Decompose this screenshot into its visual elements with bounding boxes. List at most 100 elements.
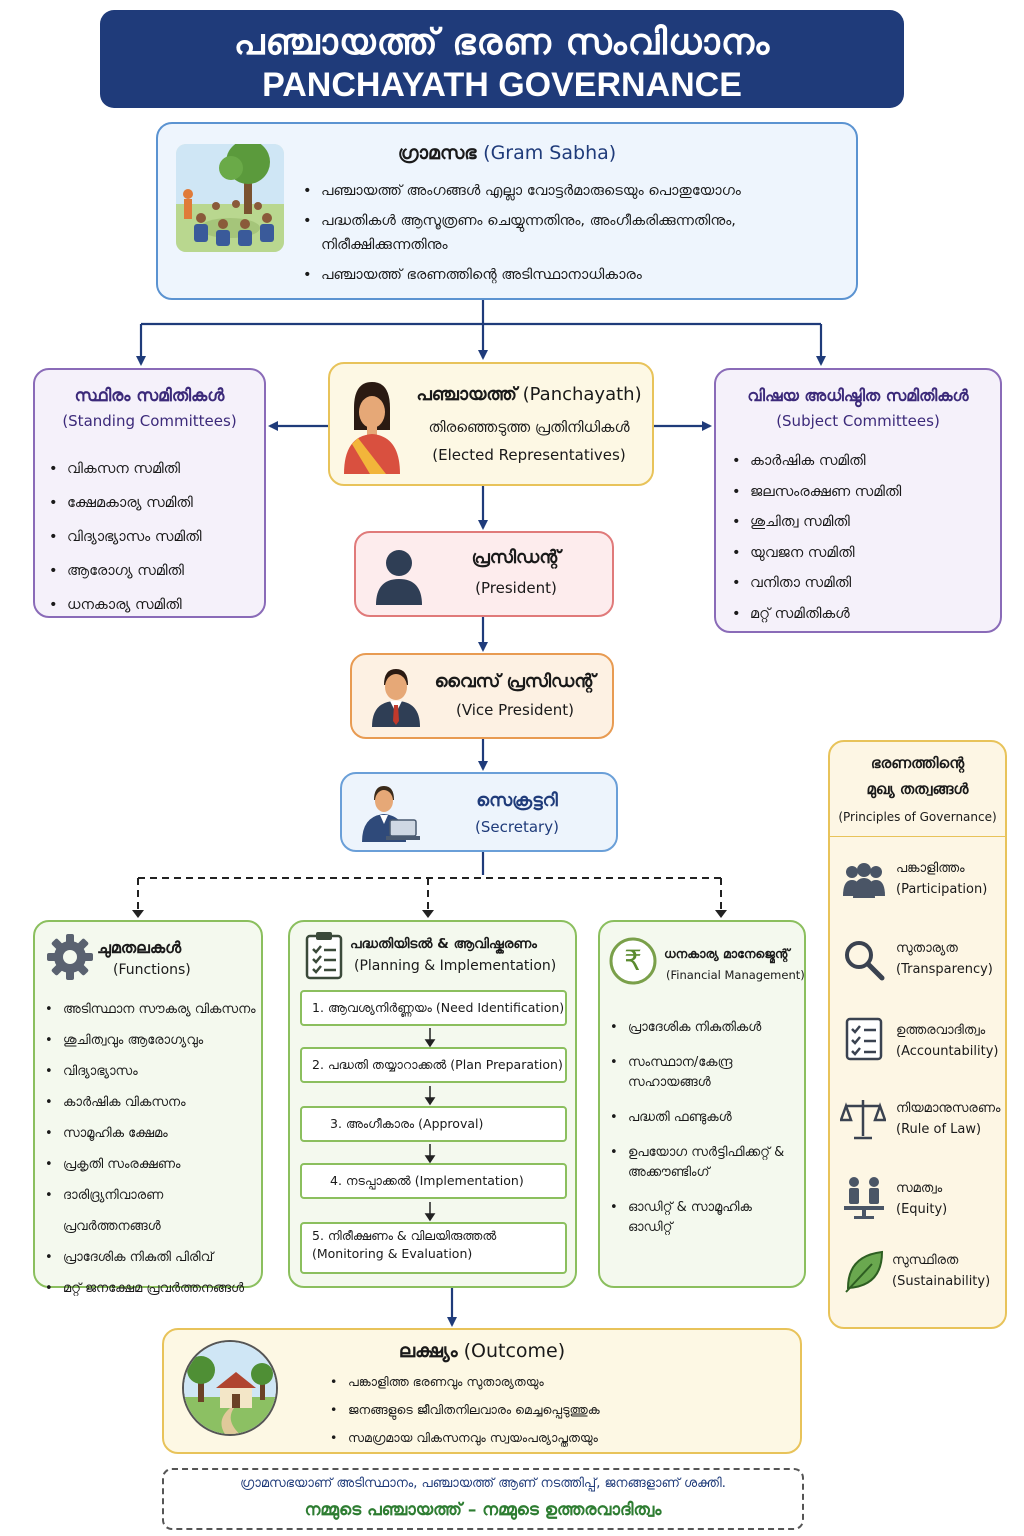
principle-transparency: സുതാര്യത (Transparency) [896,938,1006,980]
list-item: ഉപയോഗ സർട്ടിഫിക്കറ്റ് & അക്കൗണ്ടിംഗ് [610,1143,800,1183]
principle-label-en: (Sustainability) [892,1274,991,1289]
list-item: പങ്കാളിത്ത ഭരണവും സുതാര്യതയും [330,1368,790,1396]
list-item: വികസന സമിതി [49,452,259,486]
principle-label-ml: ഉത്തരവാദിത്വം [896,1023,986,1038]
list-item: പ്രകൃതി സംരക്ഷണം [45,1149,261,1180]
principle-rule-of-law: നിയമാനുസരണം (Rule of Law) [896,1098,1006,1140]
principles-title-line2: മുഖ്യ തത്വങ്ങൾ [866,780,969,798]
principle-label-ml: പങ്കാളിത്തം [896,861,965,876]
gram-sabha-meeting-illustration [176,144,284,252]
panchayath-title-en: (Panchayath) [522,384,642,405]
people-icon [842,860,886,904]
list-item: ധനകാര്യ സമിതി [49,588,259,622]
secretary-title-ml: സെക്രട്ടറി [476,790,558,811]
planning-title-en: (Planning & Implementation) [354,958,557,974]
list-item: ഓഡിറ്റ് & സാമൂഹിക ഓഡിറ്റ് [610,1198,800,1238]
finance-title-en: (Financial Management) [666,968,805,982]
finance-box: ₹ ധനകാര്യ മാനേജ്മെന്റ് (Financial Manage… [598,920,806,1288]
list-item: യുവജന സമിതി [732,538,992,569]
plan-step-4: 4. നടപ്പാക്കൽ (Implementation) [300,1163,567,1199]
plan-step-2: 2. പദ്ധതി തയ്യാറാക്കൽ (Plan Preparation) [300,1047,567,1083]
finance-title-ml: ധനകാര്യ മാനേജ്മെന്റ് [664,946,790,961]
list-item: സമഗ്രമായ വികസനവും സ്വയംപര്യാപ്തതയും [330,1424,790,1452]
finance-list: പ്രാദേശിക നികുതികൾ സംസ്ഥാന/കേന്ദ്ര സഹായങ… [610,1018,800,1238]
list-item: പഞ്ചായത്ത് അംഗങ്ങൾ എല്ലാ വോട്ടർമാരുടെയും… [303,179,843,203]
list-item: ശുചിത്വ സമിതി [732,507,992,538]
plan-step-1: 1. ആവശ്യനിർണ്ണയം (Need Identification) [300,990,567,1026]
principle-label-en: (Transparency) [896,962,993,977]
panchayath-title: പഞ്ചായത്ത് (Panchayath) [410,384,648,405]
scales-icon [839,1096,887,1142]
functions-box: ചുമതലകൾ (Functions) അടിസ്ഥാന സൗകര്യ വികസ… [33,920,263,1304]
principle-equity: സമത്വം (Equity) [896,1178,1006,1220]
gram-sabha-title: ഗ്രാമസഭ (Gram Sabha) [158,142,856,164]
person-icon [374,547,424,605]
outcome-title-en: (Outcome) [463,1340,566,1362]
list-item: കാർഷിക വികസനം [45,1087,261,1118]
principle-label-ml: സുതാര്യത [896,941,958,956]
vice-president-title-en: (Vice President) [455,701,574,719]
leaf-icon [842,1248,886,1294]
list-item: സാമൂഹിക ക്ഷേമം [45,1118,261,1149]
plan-step-5-line2: (Monitoring & Evaluation) [312,1246,473,1261]
functions-list: അടിസ്ഥാന സൗകര്യ വികസനം ശുചിത്വവും ആരോഗ്യ… [45,994,261,1304]
list-item: ജനങ്ങളുടെ ജീവിതനിലവാരം മെച്ചപ്പെടുത്തുക [330,1396,790,1424]
title-english: PANCHAYATH GOVERNANCE [262,66,742,104]
footer-line2: നമ്മുടെ പഞ്ചായത്ത് – നമ്മുടെ ഉത്തരവാദിത്… [304,1500,662,1520]
principle-label-en: (Participation) [896,882,988,897]
principle-label-en: (Equity) [896,1202,948,1217]
principles-title-en: (Principles of Governance) [838,810,997,824]
list-item: വിദ്യാഭ്യാസം സമിതി [49,520,259,554]
functions-title-en: (Functions) [113,962,191,978]
plan-step-arrows [424,1028,436,1222]
secretary-box: സെക്രട്ടറി (Secretary) [340,772,618,852]
gram-sabha-list: പഞ്ചായത്ത് അംഗങ്ങൾ എല്ലാ വോട്ടർമാരുടെയും… [303,179,843,293]
principles-box: ഭരണത്തിന്റെ മുഖ്യ തത്വങ്ങൾ (Principles o… [828,740,1007,1329]
equity-icon [842,1174,886,1220]
list-item: ക്ഷേമകാര്യ സമിതി [49,486,259,520]
list-item: സംസ്ഥാന/കേന്ദ്ര സഹായങ്ങൾ [610,1053,800,1093]
standing-committees-list: വികസന സമിതി ക്ഷേമകാര്യ സമിതി വിദ്യാഭ്യാസ… [49,452,259,622]
standing-committees-title: സ്ഥിരം സമിതികൾ [74,386,225,406]
principle-label-en: (Accountability) [896,1044,999,1059]
subject-committees-title: വിഷയ അധിഷ്ഠിത സമിതികൾ [747,386,969,405]
gram-sabha-title-en: (Gram Sabha) [483,142,617,164]
standing-committees-box: സ്ഥിരം സമിതികൾ (Standing Committees) വിക… [33,368,266,622]
subject-committees-list: കാർഷിക സമിതി ജലസംരക്ഷണ സമിതി ശുചിത്വ സമി… [732,446,992,629]
footer-box: ഗ്രാമസഭയാണ് അടിസ്ഥാനം, പഞ്ചായത്ത് ആണ് നട… [162,1468,804,1530]
list-item: മറ്റ് സമിതികൾ [732,599,992,630]
president-title-ml: പ്രസിഡന്റ് [471,547,561,568]
standing-committees-subtitle: (Standing Committees) [62,412,237,430]
principles-divider [830,836,1005,837]
principle-label-en: (Rule of Law) [896,1122,982,1137]
president-box: പ്രസിഡന്റ് (President) [354,531,614,617]
list-item: മറ്റ് ജനക്ഷേമ പ്രവർത്തനങ്ങൾ [45,1273,261,1304]
vice-president-box: വൈസ് പ്രസിഡന്റ് (Vice President) [350,653,614,739]
principle-label-ml: സമത്വം [896,1181,943,1196]
principles-title-line1: ഭരണത്തിന്റെ [870,754,965,772]
planning-box: പദ്ധതിയിടൽ & ആവിഷ്കരണം (Planning & Imple… [288,920,577,1288]
list-item: പഞ്ചായത്ത് ഭരണത്തിന്റെ അടിസ്ഥാനാധികാരം [303,263,843,287]
list-item: വനിതാ സമിതി [732,568,992,599]
list-item: ജലസംരക്ഷണ സമിതി [732,477,992,508]
principle-label-ml: സുസ്ഥിരത [892,1253,959,1268]
vice-president-title-ml: വൈസ് പ്രസിഡന്റ് [434,671,596,692]
functions-title-ml: ചുമതലകൾ [97,938,182,957]
checklist-icon [844,1016,884,1062]
list-item: ശുചിത്വവും ആരോഗ്യവും [45,1025,261,1056]
list-item: കാർഷിക സമിതി [732,446,992,477]
panchayath-subtitle-ml: തിരഞ്ഞെടുത്ത പ്രതിനിധികൾ [428,418,630,436]
principle-accountability: ഉത്തരവാദിത്വം (Accountability) [896,1020,1006,1062]
list-item: പ്രാദേശിക നികുതി പിരിവ് [45,1242,261,1273]
outcome-title: ലക്ഷ്യം (Outcome) [164,1340,800,1362]
panchayath-box: പഞ്ചായത്ത് (Panchayath) തിരഞ്ഞെടുത്ത പ്ര… [328,362,654,486]
svg-text:₹: ₹ [624,944,642,977]
gram-sabha-box: ഗ്രാമസഭ (Gram Sabha) പഞ്ചായത്ത് അംഗങ്ങൾ … [156,122,858,300]
secretary-title-en: (Secretary) [475,818,559,836]
clipboard-icon [304,930,344,980]
list-item: പദ്ധതികൾ ആസൂത്രണം ചെയ്യുന്നതിനും, അംഗീകര… [303,209,843,257]
plan-step-3: 3. അംഗീകാരം (Approval) [300,1106,567,1142]
businessman-icon [370,667,422,727]
plan-step-5-line1: 5. നിരീക്ഷണം & വിലയിരുത്തൽ [312,1228,497,1243]
